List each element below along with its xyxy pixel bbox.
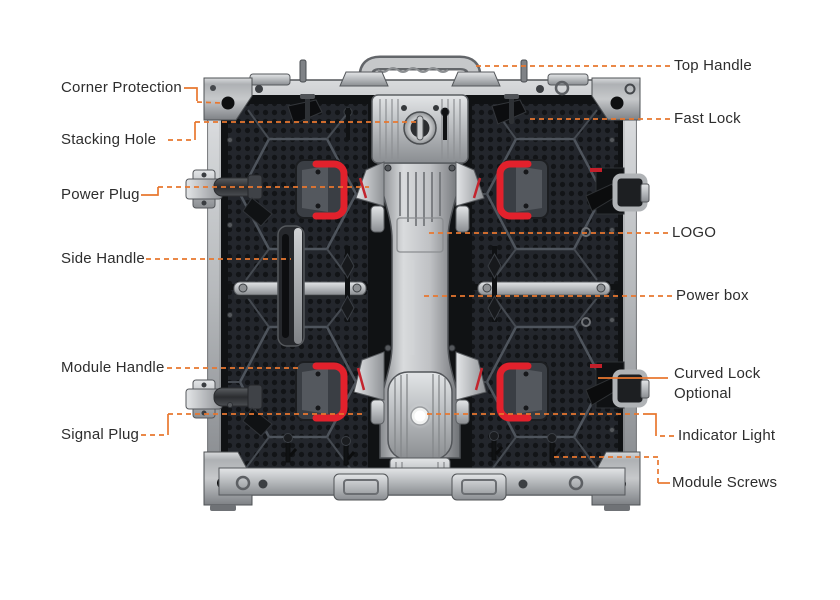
label-power-plug: Power Plug (61, 186, 140, 203)
fast-lock-levers (287, 94, 527, 140)
label-fast-lock: Fast Lock (674, 110, 741, 127)
module-handle-bottom-left (295, 361, 348, 422)
label-stacking-hole: Stacking Hole (61, 131, 157, 148)
module-handle-bottom-right (496, 361, 549, 422)
corner-protection-top-left (203, 77, 253, 121)
leader-corner-protection (184, 87, 198, 101)
top-rail (232, 59, 589, 96)
curved-lock-part (585, 361, 650, 409)
lock-rods (340, 246, 502, 322)
label-module-handle: Module Handle (61, 359, 165, 376)
indicator-pod (387, 371, 453, 461)
label-power-box: Power box (676, 287, 749, 304)
frame-bolts (227, 137, 615, 433)
logo-plate (396, 217, 444, 253)
label-logo: LOGO (672, 224, 717, 241)
power-plug-part (185, 169, 273, 227)
module-handle-top-right (496, 159, 549, 220)
label-corner-protection: Corner Protection (61, 79, 182, 96)
corner-protection-top-right (591, 77, 641, 121)
label-top-handle: Top Handle (674, 57, 752, 74)
label-indicator-light: Indicator Light (678, 427, 776, 444)
wing-brackets (353, 161, 487, 425)
cabinet (185, 55, 650, 511)
fast-lock-clamp-right (585, 167, 650, 215)
leader-power-plug (141, 187, 159, 196)
module-handles (295, 159, 549, 422)
leader-corner-protection-dash (196, 101, 223, 104)
fast-lock-part (491, 94, 527, 125)
leader-lines (141, 65, 674, 484)
side-handle-part (277, 225, 305, 347)
module-screws-part (283, 431, 562, 466)
label-signal-plug: Signal Plug (61, 426, 140, 443)
label-curved-lock: Curved Lock Optional (674, 364, 760, 404)
power-box-part (353, 94, 487, 493)
label-side-handle: Side Handle (61, 250, 145, 267)
module-handle-top-left (295, 159, 348, 220)
signal-plug-part (185, 379, 273, 437)
stacking-hole-part (371, 94, 469, 164)
label-curved-lock-line1: Curved Lock (674, 365, 761, 382)
bottom-rail (218, 467, 626, 501)
label-module-screws: Module Screws (672, 474, 778, 491)
leader-indicator-elbow (648, 413, 657, 436)
label-curved-lock-line2: Optional (674, 385, 732, 402)
